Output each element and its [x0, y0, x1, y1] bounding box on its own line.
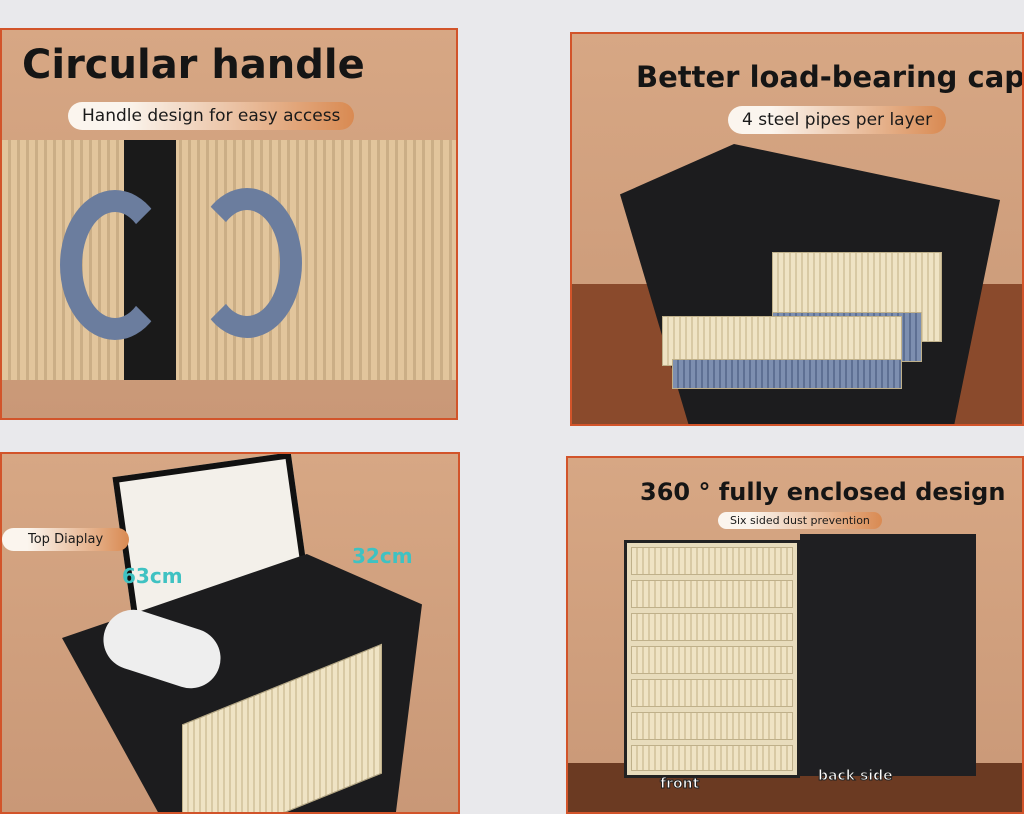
back-side-image — [800, 534, 976, 776]
panel-subtitle: Handle design for easy access — [68, 102, 355, 130]
panel-subtitle: 4 steel pipes per layer — [728, 106, 947, 134]
depth-dimension: 32cm — [352, 544, 413, 568]
panel-title: Better load-bearing capacity — [636, 60, 1024, 94]
front-label: front — [659, 776, 700, 793]
handle-right — [192, 188, 302, 338]
panel-circular-handle: Circular handle Handle design for easy a… — [0, 28, 458, 420]
front-cabinet-image — [624, 540, 800, 778]
panel-top-display: Top Diaplay 63cm 32cm — [0, 452, 460, 814]
top-display-label: Top Diaplay — [2, 528, 130, 551]
width-dimension: 63cm — [122, 564, 183, 588]
panel-title: 360 ° fully enclosed design — [640, 478, 1006, 506]
panel-enclosed-design: 360 ° fully enclosed design Six sided du… — [566, 456, 1024, 814]
back-side-label: back side — [818, 768, 894, 785]
panel-subtitle: Six sided dust prevention — [718, 512, 882, 529]
panel-title: Circular handle — [22, 42, 365, 88]
handle-left — [60, 190, 170, 340]
drawer — [672, 359, 902, 389]
panel-load-bearing: Better load-bearing capacity 4 steel pip… — [570, 32, 1024, 426]
